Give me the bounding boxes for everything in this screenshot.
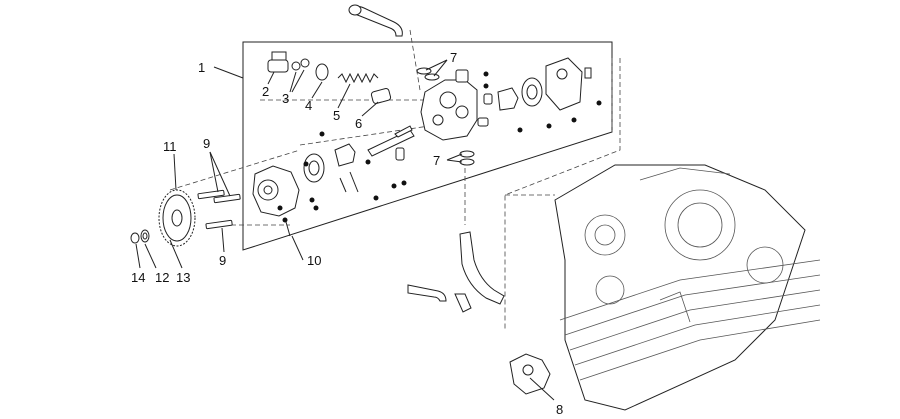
callout-12: 12 bbox=[155, 270, 169, 285]
spring bbox=[337, 72, 379, 84]
rotor-right bbox=[483, 57, 592, 111]
callout-1: 1 bbox=[198, 60, 205, 75]
callout-4: 4 bbox=[305, 98, 312, 113]
callout-13: 13 bbox=[176, 270, 190, 285]
callout-7-top: 7 bbox=[450, 50, 457, 65]
washer-pair-bottom bbox=[459, 150, 475, 166]
callout-8: 8 bbox=[556, 402, 563, 417]
bolts bbox=[197, 189, 241, 230]
rotor-left bbox=[303, 143, 405, 183]
callout-5: 5 bbox=[333, 108, 340, 123]
o-ring bbox=[315, 63, 329, 81]
callout-2: 2 bbox=[262, 84, 269, 99]
shaft bbox=[367, 125, 415, 157]
gear bbox=[158, 189, 196, 247]
callout-labels: 1 2 3 4 5 6 7 7 8 9 9 10 11 12 13 14 bbox=[131, 50, 563, 417]
callout-11: 11 bbox=[163, 139, 177, 154]
callout-10: 10 bbox=[307, 253, 321, 268]
callout-9-top: 9 bbox=[203, 136, 210, 151]
callout-6: 6 bbox=[355, 116, 362, 131]
piston bbox=[370, 88, 392, 104]
washers bbox=[291, 58, 310, 71]
gear-washers bbox=[130, 229, 150, 244]
pump-body bbox=[420, 69, 489, 141]
pins bbox=[285, 171, 359, 237]
callout-9-bottom: 9 bbox=[219, 253, 226, 268]
plug bbox=[267, 51, 289, 73]
cover-plate bbox=[509, 353, 551, 395]
small-fasteners bbox=[277, 71, 602, 223]
pump-cover-left bbox=[252, 165, 300, 217]
callout-7-bottom: 7 bbox=[433, 153, 440, 168]
lower-hose bbox=[407, 231, 505, 313]
leader-lines bbox=[135, 59, 555, 401]
top-hose bbox=[348, 4, 403, 37]
callout-14: 14 bbox=[131, 270, 145, 285]
crankcase bbox=[554, 164, 821, 411]
callout-3: 3 bbox=[282, 91, 289, 106]
dashed-guides bbox=[169, 29, 621, 330]
